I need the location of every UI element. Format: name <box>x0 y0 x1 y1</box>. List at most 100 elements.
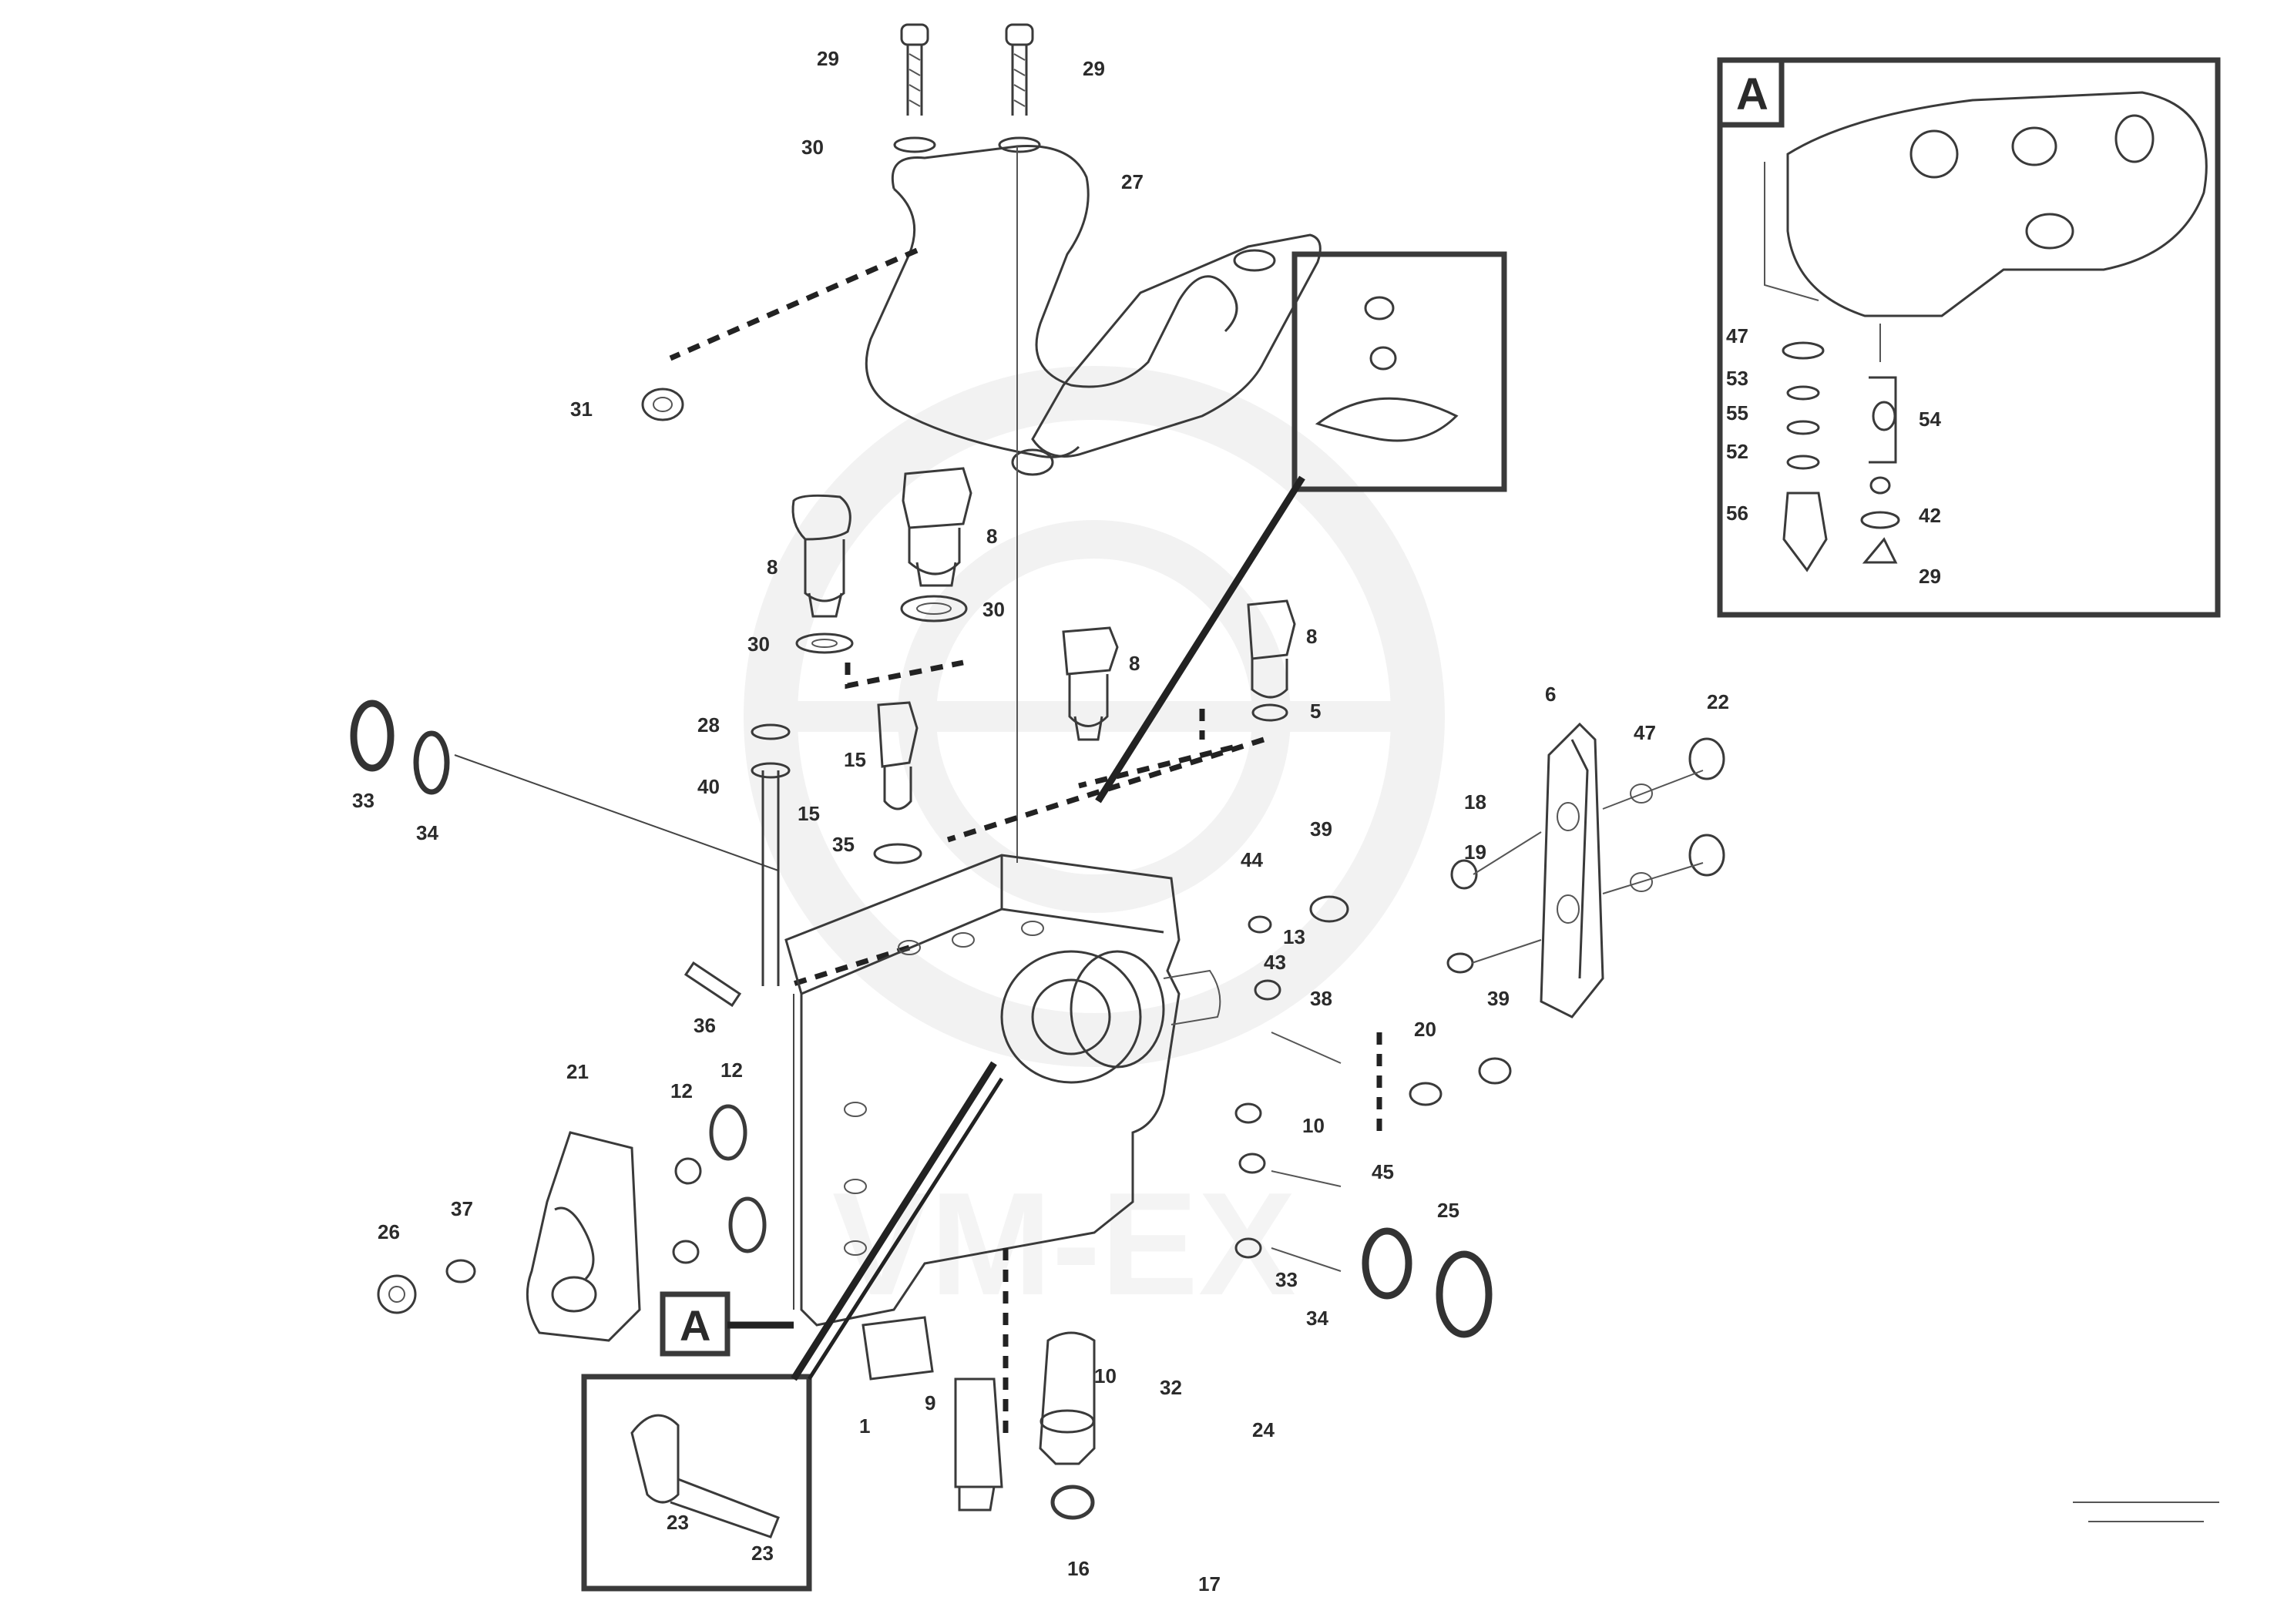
detail-box-top <box>1291 251 1507 492</box>
part-number-label: 33 <box>352 789 374 812</box>
side-plate-6[interactable] <box>1540 722 1604 1018</box>
part-number-label: 13 <box>1283 925 1305 948</box>
part-number-label: 32 <box>1160 1376 1182 1399</box>
part-number-label: 37 <box>451 1197 473 1220</box>
part-number-label: 38 <box>1310 987 1332 1010</box>
plug-28[interactable] <box>683 961 742 1008</box>
part-number-label: 47 <box>1726 324 1748 347</box>
valve-8-right[interactable] <box>1062 626 1119 741</box>
part-number-label: 28 <box>697 713 720 737</box>
part-number-label: 35 <box>832 833 855 856</box>
part-number-label: 43 <box>1264 951 1286 974</box>
part-number-label: 56 <box>1726 502 1748 525</box>
part-number-label: 30 <box>747 632 770 656</box>
part-number-label: 20 <box>1414 1018 1436 1041</box>
part-number-label: 15 <box>844 748 866 771</box>
valve-9[interactable] <box>954 1377 1003 1512</box>
part-number-label: 29 <box>1083 57 1105 80</box>
coupling-47[interactable] <box>1602 737 1725 894</box>
spring-12-lower[interactable] <box>672 1196 767 1264</box>
valve-8-mid[interactable] <box>900 467 972 622</box>
part-number-label: 25 <box>1437 1199 1459 1222</box>
part-number-label: 21 <box>566 1060 589 1083</box>
part-number-label: 5 <box>1310 700 1321 723</box>
part-number-label: 8 <box>1129 652 1140 675</box>
seal-ring-25-a[interactable] <box>1362 1227 1412 1300</box>
nut-31[interactable] <box>641 388 684 421</box>
dashed-lead-c <box>1078 744 1234 789</box>
part-number-label: 24 <box>1252 1418 1275 1441</box>
part-number-label: 39 <box>1310 817 1332 841</box>
seal-ring-34[interactable] <box>413 730 450 795</box>
plate-13[interactable] <box>862 1316 934 1381</box>
part-number-label: 47 <box>1634 721 1656 744</box>
part-number-label: 52 <box>1726 440 1748 463</box>
leader-seal-rings <box>454 754 779 871</box>
part-number-label: 54 <box>1919 408 1941 431</box>
reference-block <box>2073 1502 2219 1522</box>
top-bolt-right[interactable] <box>1005 23 1034 116</box>
part-number-label: 15 <box>798 802 820 825</box>
part-number-label: 26 <box>378 1220 400 1243</box>
dashed-lead-a <box>845 659 964 690</box>
part-number-label: 45 <box>1372 1160 1394 1183</box>
fitting-37[interactable] <box>445 1259 476 1283</box>
seal-ring-25-b[interactable] <box>1436 1250 1493 1338</box>
part-number-label: 34 <box>1306 1307 1328 1330</box>
callout-a-small-letter: A <box>680 1301 710 1350</box>
inset-a-box: A <box>1717 57 2221 618</box>
spring-12-upper[interactable] <box>674 1104 747 1185</box>
top-bolt-left[interactable] <box>900 23 929 116</box>
part-number-label: 53 <box>1726 367 1748 390</box>
part-number-label: 8 <box>1306 625 1317 648</box>
mounting-plate[interactable] <box>1011 233 1322 476</box>
svg-text:VM-EX: VM-EX <box>832 1163 1296 1326</box>
part-number-label: 10 <box>1302 1114 1325 1137</box>
part-number-label: 17 <box>1198 1572 1221 1595</box>
fitting-26[interactable] <box>377 1274 417 1314</box>
leader-bottom-box <box>791 1061 997 1381</box>
detail-box-bottom <box>581 1374 812 1592</box>
part-number-label: 8 <box>986 525 997 548</box>
dashed-lead-b <box>946 737 1265 843</box>
leader-top-box <box>1095 475 1305 804</box>
part-number-label: 29 <box>817 47 839 70</box>
part-number-label: 22 <box>1707 690 1729 713</box>
part-number-label: 12 <box>720 1059 743 1082</box>
part-number-label: 30 <box>801 136 824 159</box>
solenoid-10[interactable] <box>1039 1331 1096 1465</box>
part-number-label: 55 <box>1726 401 1748 424</box>
leader-bottom-box-2 <box>807 1077 1004 1381</box>
part-number-label: 44 <box>1241 848 1263 871</box>
part-number-label: 36 <box>694 1014 716 1037</box>
watermark: VM-EX <box>744 366 1445 1326</box>
part-number-label: 9 <box>925 1391 935 1414</box>
main-valve-block[interactable] <box>784 854 1221 1327</box>
part-number-label: 27 <box>1121 170 1144 193</box>
cover-21[interactable] <box>526 1131 641 1342</box>
fittings-18-19[interactable] <box>1446 831 1542 974</box>
part-number-label: 29 <box>1919 565 1941 588</box>
part-number-label: 34 <box>416 821 438 844</box>
part-number-label: 12 <box>670 1079 693 1102</box>
long-bolt-40[interactable] <box>751 723 791 986</box>
valve-5[interactable] <box>873 701 922 864</box>
nut-16[interactable] <box>1050 1485 1095 1520</box>
valve-8-left[interactable] <box>791 494 854 654</box>
seal-ring-33[interactable] <box>350 700 395 772</box>
bracket-27[interactable] <box>865 145 1238 458</box>
part-number-label: 8 <box>767 555 778 579</box>
part-number-label: 16 <box>1067 1557 1090 1580</box>
part-number-label: 19 <box>1464 841 1486 864</box>
washer-30[interactable] <box>893 136 1041 153</box>
part-number-label: 31 <box>570 398 593 421</box>
callout-a-small[interactable]: A <box>660 1291 731 1357</box>
dashed-lead-31 <box>669 247 919 361</box>
fittings-right[interactable] <box>1234 895 1512 1272</box>
valve-8-far-right[interactable] <box>1247 599 1296 722</box>
part-number-label: 40 <box>697 775 720 798</box>
part-number-label: 23 <box>667 1511 689 1534</box>
inset-a-letter: A <box>1736 69 1768 119</box>
